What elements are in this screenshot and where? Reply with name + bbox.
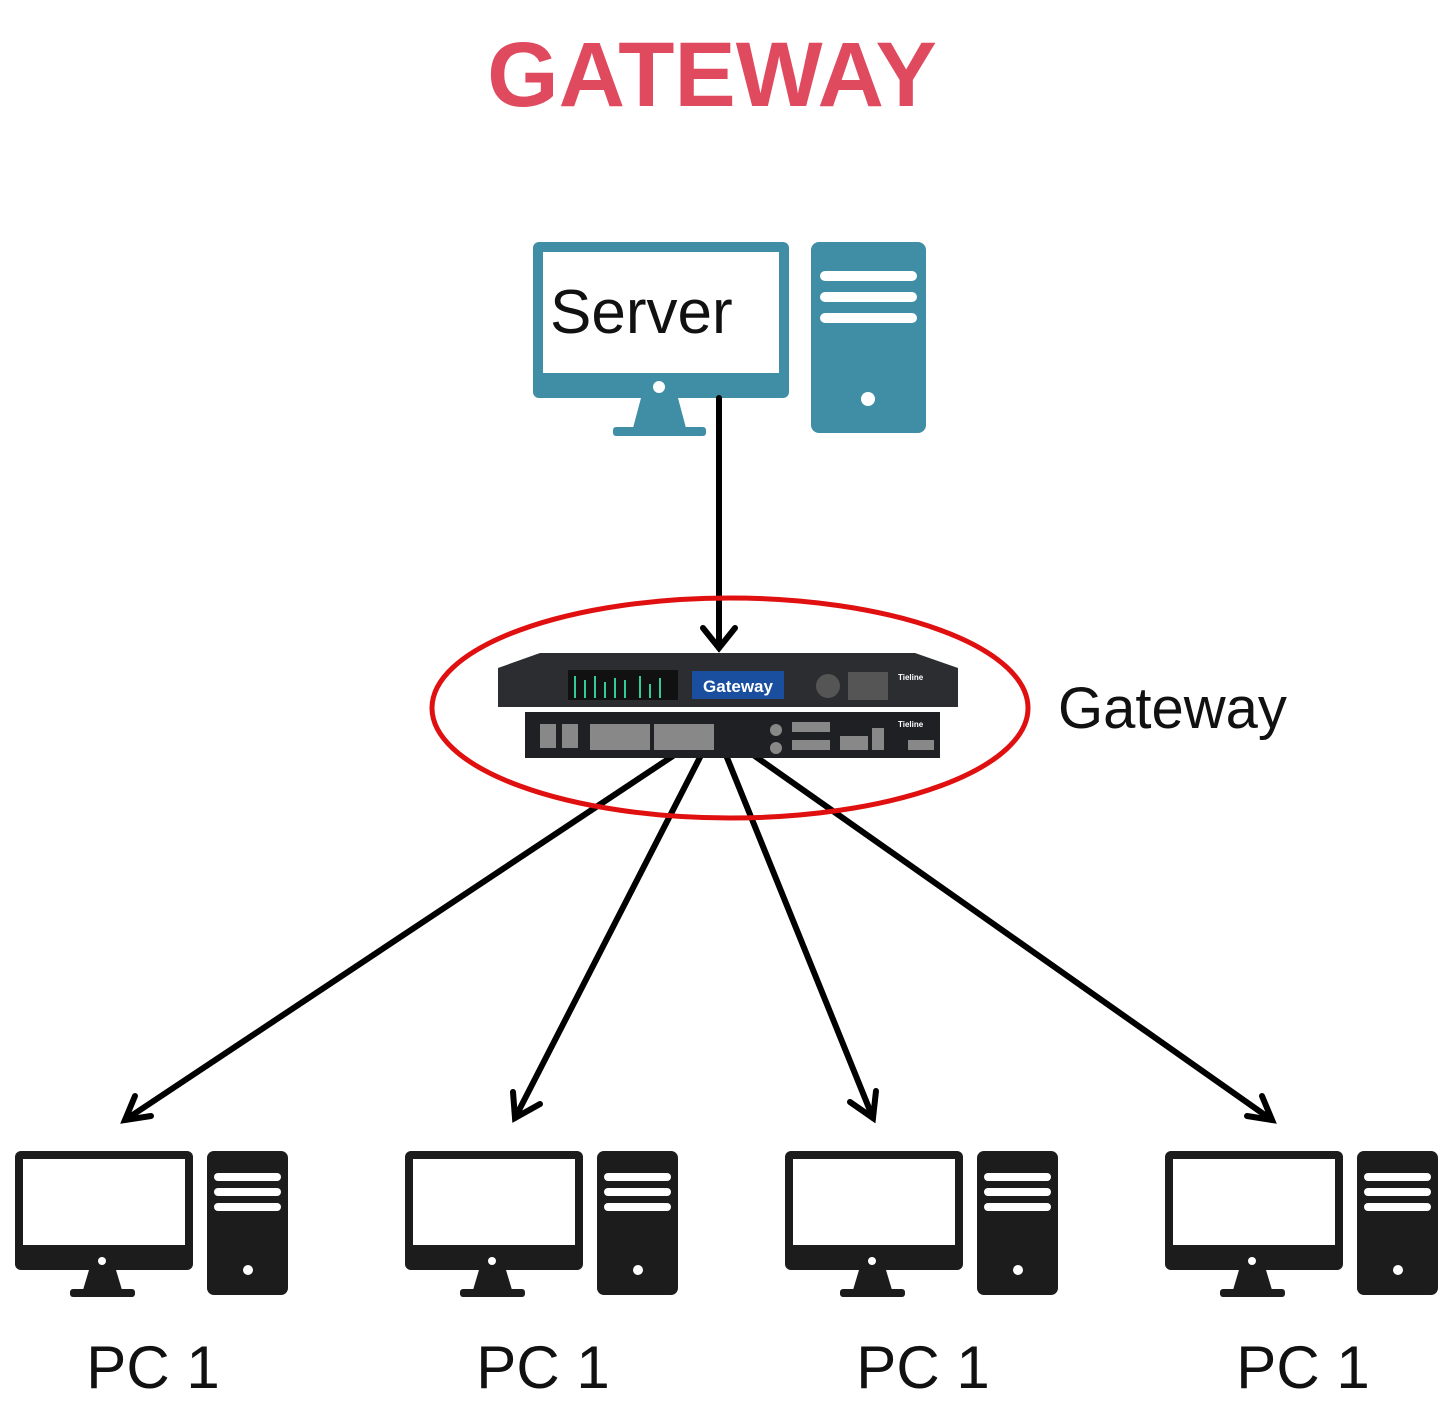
gateway-screen-text: Gateway: [703, 677, 773, 696]
diagram-title: GATEWAY: [487, 24, 937, 126]
arrow-gateway-to-pc-3: [712, 725, 876, 1121]
gateway-label: Gateway: [1058, 676, 1287, 741]
gateway-highlight-ellipse: [429, 595, 1031, 821]
gateway-brand-rear: Tieline: [898, 720, 924, 729]
arrow-gateway-to-pc-4: [712, 725, 1275, 1123]
server-label: Server: [550, 278, 733, 347]
gateway-brand-front: Tieline: [898, 673, 924, 682]
pc-label: PC 1: [476, 1334, 609, 1401]
pc-computer-icon: [405, 1151, 678, 1297]
pc-1: PC 1: [15, 1151, 288, 1401]
pc-computer-icon: [785, 1151, 1058, 1297]
pc-label: PC 1: [856, 1334, 989, 1401]
pc-computer-icon: [15, 1151, 288, 1297]
pc-label: PC 1: [86, 1334, 219, 1401]
pc-4: PC 1: [1165, 1151, 1438, 1401]
server-icon: [533, 242, 926, 436]
connection-arrows: [120, 395, 1277, 1124]
pc-3: PC 1: [785, 1151, 1058, 1401]
arrow-gateway-to-pc-1: [122, 725, 718, 1123]
pc-label: PC 1: [1236, 1334, 1369, 1401]
pc-2: PC 1: [405, 1151, 678, 1401]
arrow-gateway-to-pc-2: [512, 725, 718, 1121]
gateway-device: Gateway Tieline Tieline: [498, 653, 958, 758]
pc-computer-icon: [1165, 1151, 1438, 1297]
